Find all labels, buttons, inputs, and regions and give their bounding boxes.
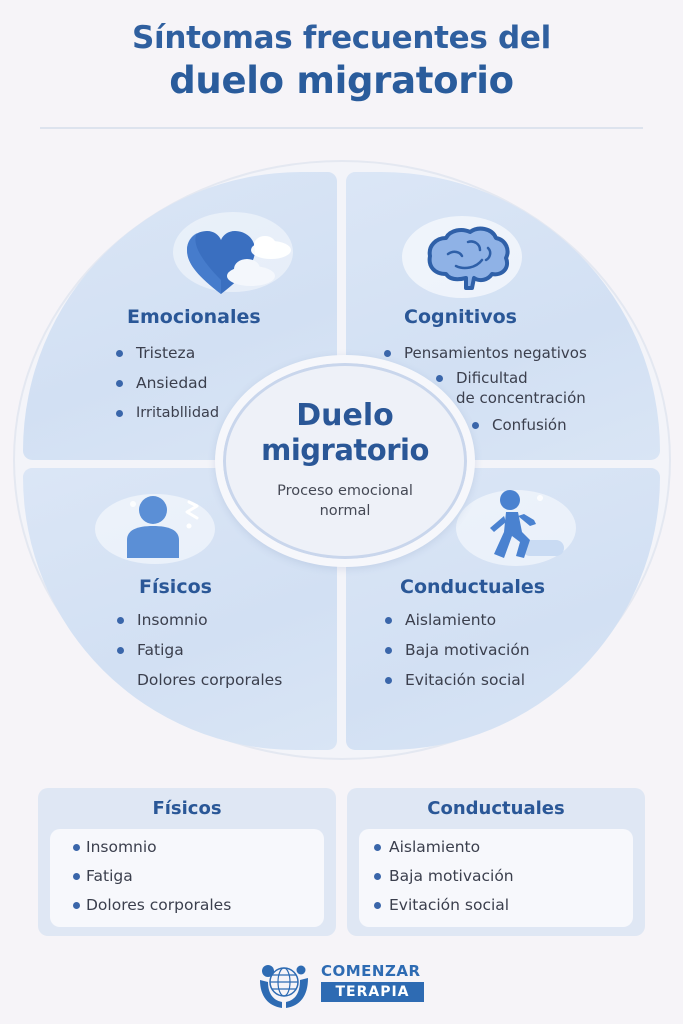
- logo-text-bottom: TERAPIA: [321, 982, 424, 1002]
- brain-icon: [427, 226, 510, 290]
- bullet-icon: [116, 350, 123, 357]
- center-subtitle: Proceso emocional normal: [277, 483, 413, 519]
- card-body: Insomnio Fatiga Dolores corporales: [50, 829, 324, 927]
- list-item: Insomnio: [73, 833, 231, 862]
- bullet-icon: [374, 902, 381, 909]
- title-line-1: Síntomas frecuentes del: [132, 20, 551, 56]
- title-divider: [40, 127, 643, 129]
- bullet-icon: [117, 647, 124, 654]
- list-item: Evitación social: [374, 891, 514, 920]
- quadrant-title: Físicos: [139, 576, 212, 598]
- title-line-2: duelo migratorio: [169, 59, 514, 102]
- list-item: Ansiedad: [116, 368, 219, 398]
- bullet-icon: [385, 617, 392, 624]
- card-title: Conductuales: [427, 798, 565, 819]
- bullet-icon: [436, 375, 443, 382]
- bullet-icon: [374, 844, 381, 851]
- list-item: Irritabllidad: [116, 398, 219, 428]
- list-item: Baja motivación: [374, 862, 514, 891]
- list-item: Baja motivación: [385, 635, 530, 665]
- list-item: Dificultad: [436, 368, 587, 388]
- bullet-icon: [116, 410, 123, 417]
- list-item: Aislamiento: [385, 605, 530, 635]
- list-item: Fatiga: [73, 862, 231, 891]
- list-item: de concentración: [456, 389, 586, 407]
- bullet-icon: [374, 873, 381, 880]
- quadrant-title: Conductuales: [400, 576, 546, 598]
- list-item: Confusión: [472, 410, 587, 440]
- list-item: Dolores corporales: [73, 891, 231, 920]
- page-title: Síntomas frecuentes del duelo migratorio: [0, 18, 683, 104]
- brand-logo: COMENZAR TERAPIA: [258, 960, 428, 1010]
- bullet-icon: [73, 844, 80, 851]
- list-item: Dolores corporales: [137, 671, 283, 689]
- center-title-line-2: migratorio: [261, 433, 429, 467]
- symptom-list: Aislamiento Baja motivación Evitación so…: [385, 605, 530, 695]
- bullet-icon: [472, 422, 479, 429]
- symptom-list: Aislamiento Baja motivación Evitación so…: [374, 833, 514, 920]
- center-circle: Duelo migratorio Proceso emocional norma…: [215, 355, 475, 567]
- person-stress-icon: [127, 496, 199, 558]
- list-item: Pensamientos negativos: [384, 338, 587, 368]
- list-item: Aislamiento: [374, 833, 514, 862]
- quadrant-title: Emocionales: [127, 306, 261, 328]
- bullet-icon: [116, 380, 123, 387]
- card-title: Físicos: [152, 798, 222, 819]
- bullet-icon: [73, 902, 80, 909]
- bullet-icon: [73, 873, 80, 880]
- logo-text-top: COMENZAR: [321, 962, 421, 980]
- bullet-icon: [384, 350, 391, 357]
- center-title-line-1: Duelo: [296, 398, 394, 433]
- heart-with-clouds-icon: [187, 231, 291, 294]
- summary-card-conductuales: Conductuales Aislamiento Baja motivación…: [347, 788, 645, 936]
- walking-person-icon: [490, 490, 564, 558]
- list-item: Insomnio: [117, 605, 282, 635]
- globe-people-icon: [260, 965, 308, 1008]
- list-item: Fatiga: [117, 635, 282, 665]
- symptom-list: Insomnio Fatiga Dolores corporales: [73, 833, 231, 920]
- list-item: Evitación social: [385, 665, 530, 695]
- symptom-list: Pensamientos negativos Dificultad de con…: [384, 338, 587, 440]
- list-item: Tristeza: [116, 338, 219, 368]
- bullet-icon: [385, 677, 392, 684]
- quadrant-title: Cognitivos: [404, 306, 517, 328]
- symptom-list: Insomnio Fatiga Dolores corporales: [117, 605, 282, 695]
- symptom-list: Tristeza Ansiedad Irritabllidad: [116, 338, 219, 428]
- bullet-icon: [385, 647, 392, 654]
- card-body: Aislamiento Baja motivación Evitación so…: [359, 829, 633, 927]
- bullet-icon: [117, 617, 124, 624]
- summary-card-fisicos: Físicos Insomnio Fatiga Dolores corporal…: [38, 788, 336, 936]
